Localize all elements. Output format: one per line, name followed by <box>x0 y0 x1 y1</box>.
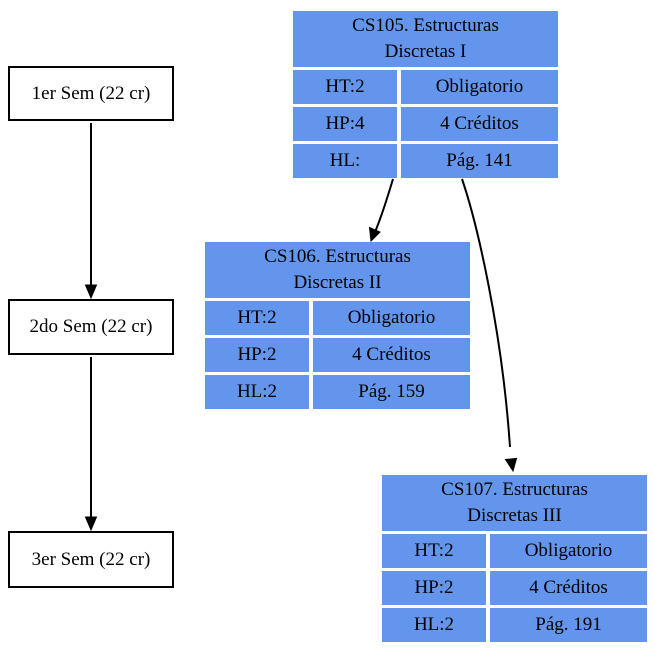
semester-2-label: 2do Sem (22 cr) <box>29 316 153 337</box>
course-cs106-hl: HL:2 <box>205 375 309 409</box>
course-cs106-title-line1: CS106. Estructuras <box>264 246 411 267</box>
course-cs106-credits: 4 Créditos <box>313 338 470 372</box>
edge-cs105-cs107 <box>461 178 518 473</box>
course-cs105-page: Pág. 141 <box>401 144 558 178</box>
node-semester-2: 2do Sem (22 cr) <box>8 299 174 355</box>
course-cs106-ht: HT:2 <box>205 301 309 335</box>
course-cs107-hl: HL:2 <box>382 608 486 642</box>
course-cs106-type: Obligatorio <box>313 301 470 335</box>
node-semester-3: 3er Sem (22 cr) <box>8 531 174 588</box>
course-cs105-credits: 4 Créditos <box>401 107 558 141</box>
course-cs105-type: Obligatorio <box>401 70 558 104</box>
edge-sem1-sem2 <box>84 123 98 300</box>
node-semester-1: 1er Sem (22 cr) <box>8 66 174 121</box>
course-cs107-ht: HT:2 <box>382 534 486 568</box>
course-cs107-hp: HP:2 <box>382 571 486 605</box>
course-cs106-title-line2: Discretas II <box>293 272 382 293</box>
course-cs105-title-line2: Discretas I <box>384 41 467 62</box>
edge-cs105-cs106 <box>368 178 394 243</box>
course-cs107-type: Obligatorio <box>490 534 647 568</box>
course-cs105-title-line1: CS105. Estructuras <box>352 15 499 36</box>
semester-1-label: 1er Sem (22 cr) <box>31 82 151 104</box>
edge-sem2-sem3 <box>84 357 98 532</box>
course-cs105-ht: HT:2 <box>293 70 397 104</box>
course-cs105-hp: HP:4 <box>293 107 397 141</box>
node-course-cs107: CS107. Estructuras Discretas III HT:2 Ob… <box>382 475 647 642</box>
course-cs107-title-line2: Discretas III <box>467 505 562 526</box>
course-cs107-title: CS107. Estructuras Discretas III <box>382 475 647 531</box>
course-cs106-page: Pág. 159 <box>313 375 470 409</box>
course-cs106-hp: HP:2 <box>205 338 309 372</box>
course-cs105-title: CS105. Estructuras Discretas I <box>293 11 558 67</box>
node-course-cs105: CS105. Estructuras Discretas I HT:2 Obli… <box>293 11 558 178</box>
course-cs107-page: Pág. 191 <box>490 608 647 642</box>
semester-3-label: 3er Sem (22 cr) <box>31 548 151 570</box>
node-course-cs106: CS106. Estructuras Discretas II HT:2 Obl… <box>205 242 470 409</box>
course-cs107-title-line1: CS107. Estructuras <box>441 479 588 500</box>
course-cs106-title: CS106. Estructuras Discretas II <box>205 242 470 298</box>
course-cs107-credits: 4 Créditos <box>490 571 647 605</box>
course-cs105-hl: HL: <box>293 144 397 178</box>
